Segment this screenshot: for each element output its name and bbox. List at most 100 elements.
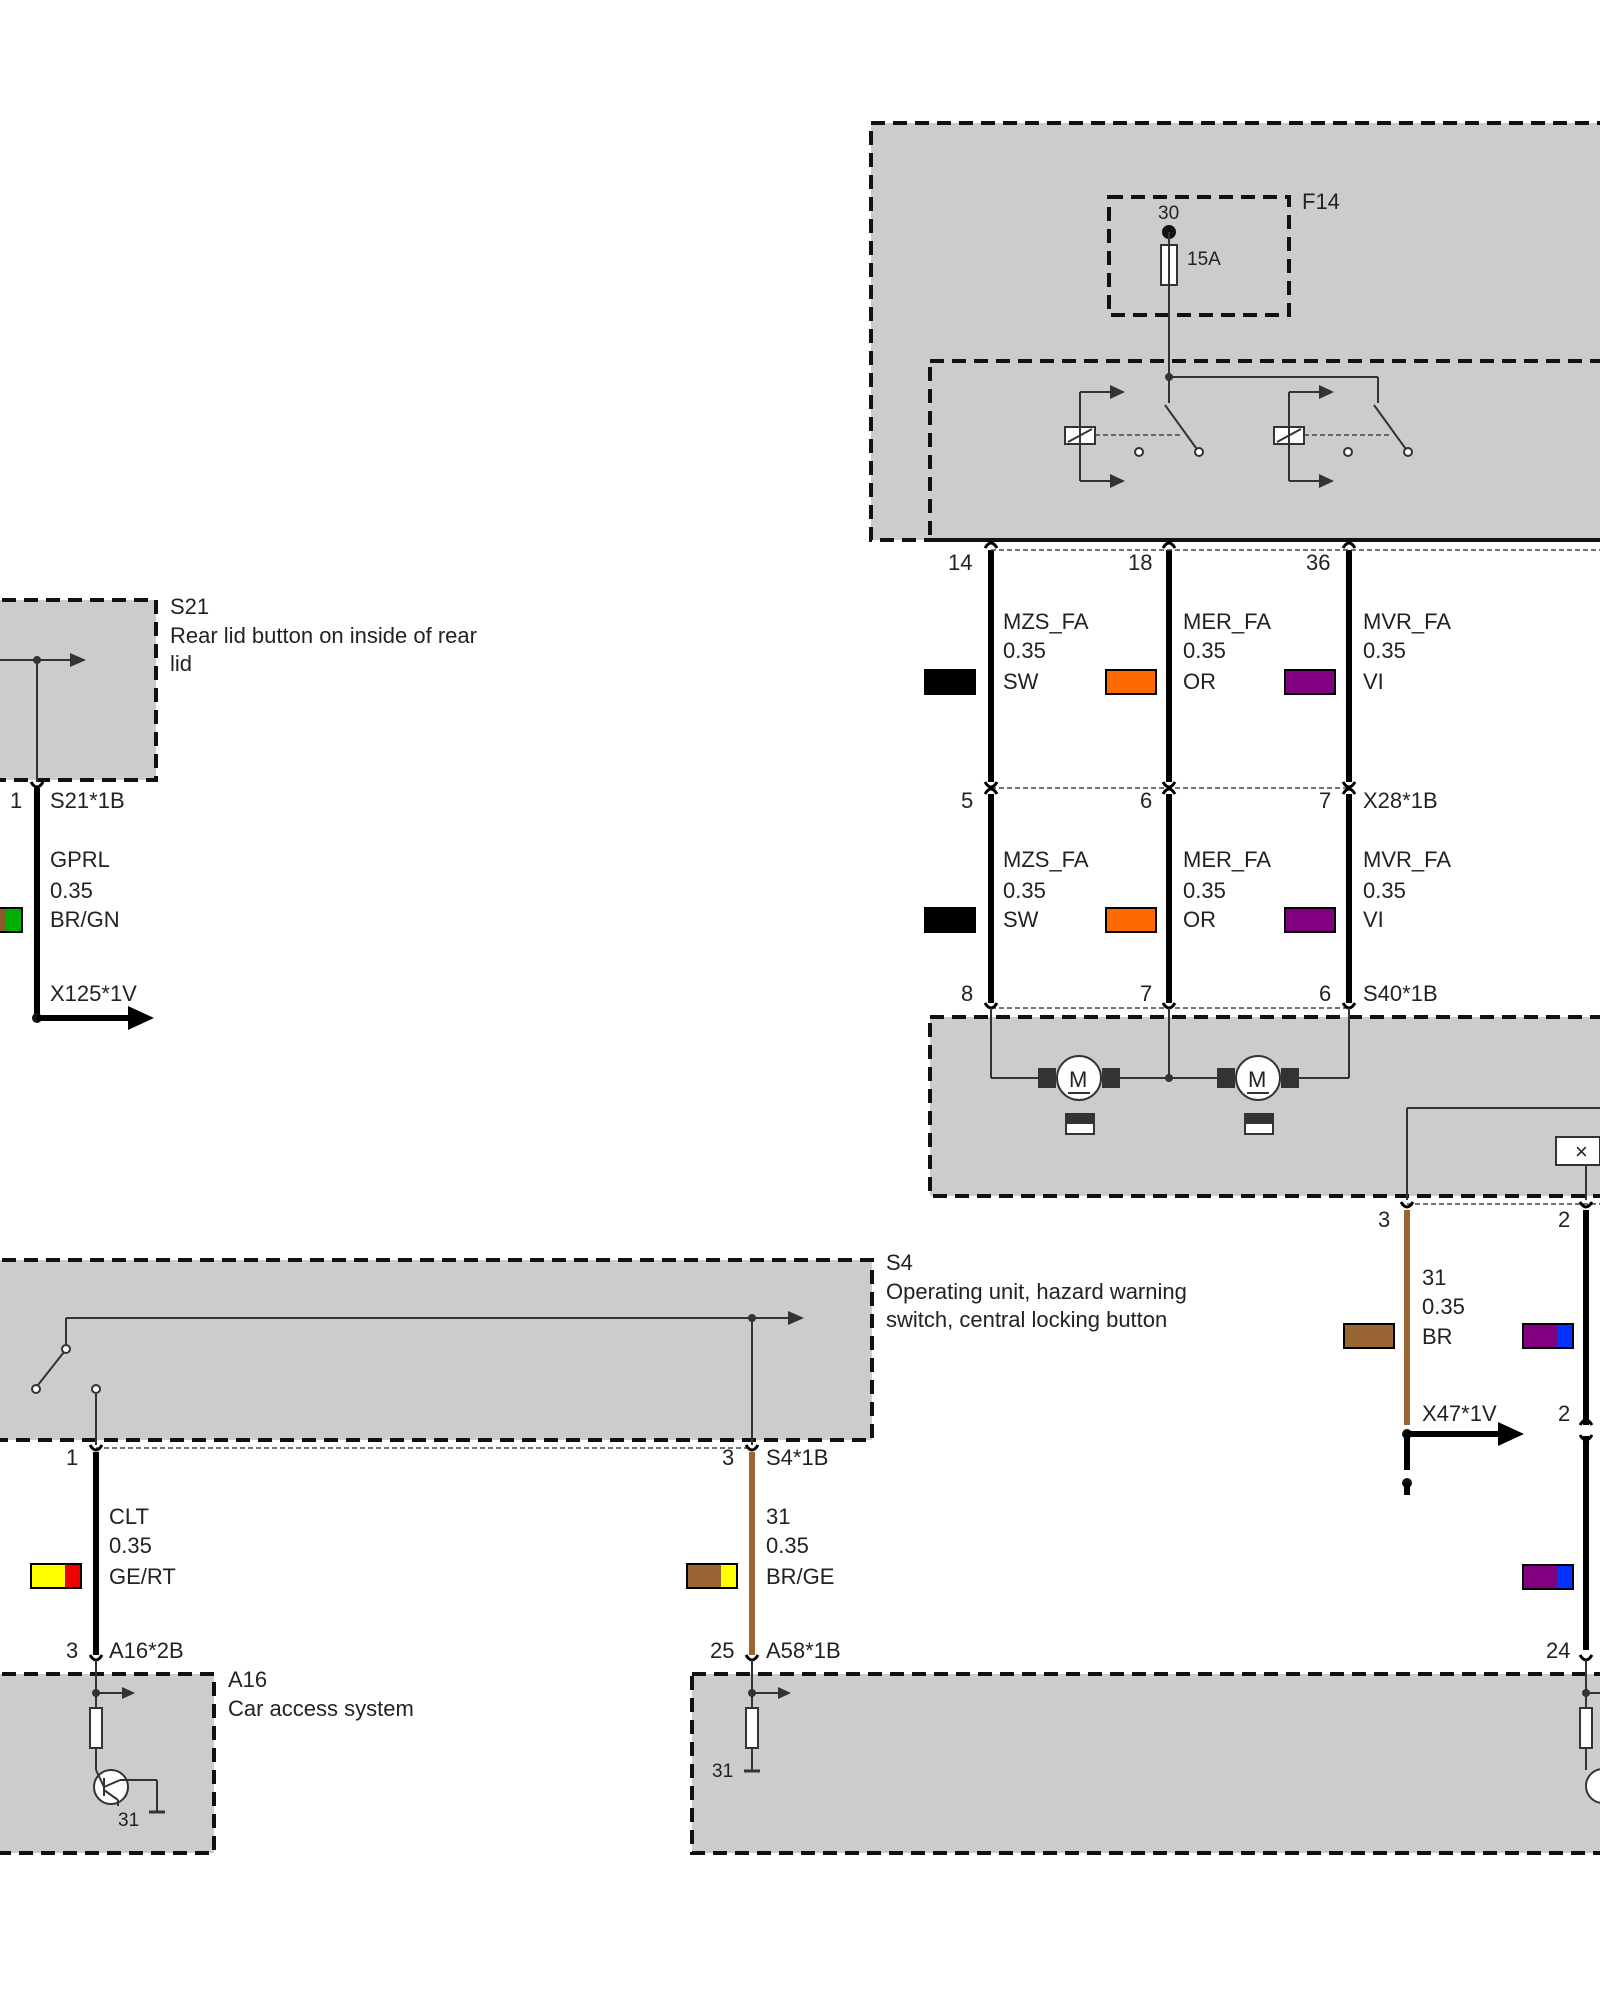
wire-color-label: VI	[1363, 669, 1384, 694]
a16-pin-3: 3	[66, 1638, 78, 1663]
arrow-right-icon	[1498, 1422, 1524, 1446]
f14-module: F14 30 15A	[869, 121, 1600, 542]
wire-size-label: 0.35	[1183, 638, 1226, 663]
relay-2-icon	[1273, 377, 1413, 488]
s21-description-2: lid	[170, 651, 192, 676]
s4-description-2: switch, central locking button	[886, 1307, 1167, 1332]
svg-text:M: M	[1248, 1067, 1266, 1092]
f14-label: F14	[1302, 189, 1340, 214]
wire-signal-label: MER_FA	[1183, 609, 1271, 634]
wire-signal-label: GPRL	[50, 847, 110, 872]
motor-module: M M ×	[928, 1008, 1600, 1200]
s4-pin-1: 1	[66, 1445, 78, 1470]
resistor-icon	[1555, 1136, 1600, 1166]
wire-size-label: 0.35	[1363, 638, 1406, 663]
a16-description: Car access system	[228, 1696, 414, 1721]
transistor-icon	[1585, 1768, 1600, 1804]
a16-ground-label: 31	[118, 1810, 139, 1831]
wire-signal-label: MER_FA	[1183, 847, 1271, 872]
s40-connector-label: S40*1B	[1363, 981, 1438, 1006]
wire-color-label: OR	[1183, 907, 1216, 932]
x28-pin-5: 5	[961, 788, 973, 813]
wire-color-label: SW	[1003, 669, 1039, 694]
s21-label: S21	[170, 594, 209, 619]
wire-size-label: 0.35	[1363, 878, 1406, 903]
s40-pin-8: 8	[961, 981, 973, 1006]
wire-size-label: 0.35	[109, 1533, 152, 1558]
a16-label: A16	[228, 1667, 267, 1692]
svg-text:M: M	[1069, 1067, 1087, 1092]
svg-text:×: ×	[1575, 1139, 1588, 1164]
pin-24-label: 24	[1546, 1638, 1570, 1663]
wire-color-swatch	[30, 1563, 82, 1589]
wire-color-swatch	[686, 1563, 738, 1589]
wire-signal-label: CLT	[109, 1504, 149, 1529]
a58-ground-label: 31	[712, 1761, 733, 1782]
motor-icon: M	[1217, 1055, 1299, 1135]
fuse-pin-label: 30	[1158, 203, 1179, 224]
s21-pin-1: 1	[10, 788, 22, 813]
s21-connector-label: S21*1B	[50, 788, 125, 813]
wire-color-swatch	[1105, 669, 1157, 695]
wire-color-swatch	[1284, 669, 1336, 695]
wire-color-label: GE/RT	[109, 1564, 176, 1589]
x47-pin-2: 2	[1558, 1401, 1570, 1426]
a58-pin-25: 25	[710, 1638, 734, 1663]
x28-connector-label: X28*1B	[1363, 788, 1438, 813]
wire-color-swatch	[1522, 1323, 1574, 1349]
wire-signal-label: MVR_FA	[1363, 609, 1451, 634]
wire-signal-label: MVR_FA	[1363, 847, 1451, 872]
transistor-icon	[93, 1769, 165, 1814]
s4-connector-label: S4*1B	[766, 1445, 828, 1470]
wire-size-label: 0.35	[766, 1533, 809, 1558]
wire-color-label: VI	[1363, 907, 1384, 932]
wire-size-label: 0.35	[1003, 638, 1046, 663]
wire-signal-label: 31	[766, 1504, 790, 1529]
wire-size-label: 0.35	[1003, 878, 1046, 903]
s21-module	[0, 598, 158, 782]
a58-connector-label: A58*1B	[766, 1638, 841, 1663]
wire-signal-label: MZS_FA	[1003, 847, 1089, 872]
fuse-rating-label: 15A	[1187, 249, 1221, 270]
wire-color-label: BR/GE	[766, 1564, 834, 1589]
s21-description: Rear lid button on inside of rear	[170, 623, 477, 648]
wire-color-swatch	[1105, 907, 1157, 933]
motor-icon: M	[1038, 1055, 1120, 1135]
upper-wire-bundle	[983, 541, 1600, 789]
wire-color-label: BR	[1422, 1324, 1453, 1349]
x28-pin-7: 7	[1319, 788, 1331, 813]
wire-color-swatch	[1343, 1323, 1395, 1349]
wire-color-label: BR/GN	[50, 907, 120, 932]
a16-connector-label: A16*2B	[109, 1638, 184, 1663]
wire-size-label: 0.35	[50, 878, 93, 903]
wire-color-swatch	[924, 669, 976, 695]
x28-pin-6: 6	[1140, 788, 1152, 813]
pin-14-label: 14	[948, 550, 972, 575]
x47-connector-label: X47*1V	[1422, 1401, 1497, 1426]
a16-module	[0, 1660, 216, 1855]
motor-pin-3: 3	[1378, 1207, 1390, 1232]
lower-wire-bundle	[983, 787, 1357, 1010]
pin-36-label: 36	[1306, 550, 1330, 575]
s40-pin-7: 7	[1140, 981, 1152, 1006]
wire-signal-label: MZS_FA	[1003, 609, 1089, 634]
s4-pin-3: 3	[722, 1445, 734, 1470]
a58-module	[690, 1660, 1600, 1855]
s4-module	[0, 1258, 874, 1445]
wire-color-swatch	[1284, 907, 1336, 933]
wire-signal-label: 31	[1422, 1265, 1446, 1290]
wire-size-label: 0.35	[1183, 878, 1226, 903]
wire-size-label: 0.35	[1422, 1294, 1465, 1319]
fuse-15a-icon	[1160, 225, 1178, 377]
wire-color-label: OR	[1183, 669, 1216, 694]
s4-label: S4	[886, 1250, 913, 1275]
wire-color-label: SW	[1003, 907, 1039, 932]
wire-color-swatch	[924, 907, 976, 933]
wire-color-swatch	[1522, 1564, 1574, 1590]
s40-pin-6: 6	[1319, 981, 1331, 1006]
pin-18-label: 18	[1128, 550, 1152, 575]
x125-connector-label: X125*1V	[50, 981, 137, 1006]
motor-pin-2: 2	[1558, 1207, 1570, 1232]
arrow-right-icon	[128, 1006, 154, 1030]
